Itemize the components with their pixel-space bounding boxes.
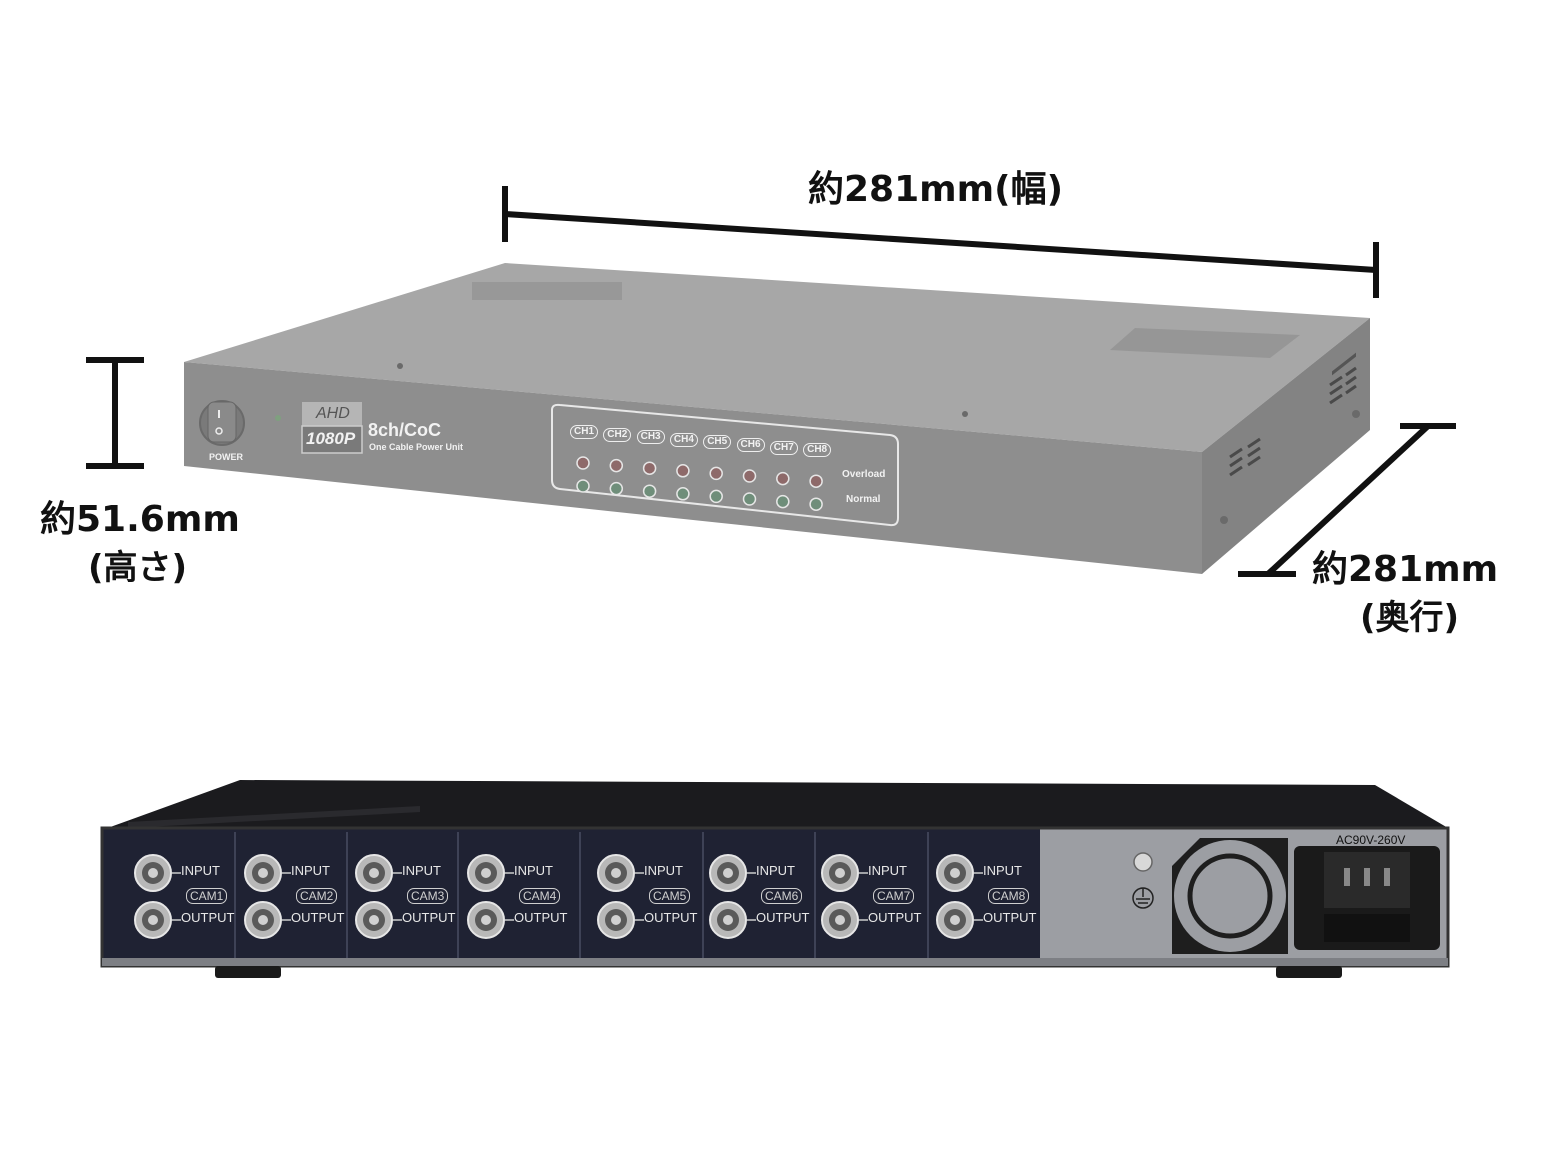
cam-dividers <box>234 832 929 958</box>
normal-led <box>709 489 723 504</box>
output-label: OUTPUT <box>644 910 698 925</box>
channel-label: CH7 <box>769 440 798 455</box>
logo-bottom-text: 1080P <box>306 429 356 448</box>
cam-label: CAM1 <box>186 888 228 904</box>
overload-led <box>709 466 723 481</box>
input-label: INPUT <box>291 863 330 878</box>
normal-led <box>742 492 757 506</box>
ac-inlet-icon <box>1294 846 1440 950</box>
unit-front-face <box>184 362 1202 574</box>
channel-label: CH2 <box>603 427 632 442</box>
top-vent-right <box>1110 328 1300 358</box>
cam-label: CAM4 <box>519 888 561 904</box>
rear-foot-right <box>1276 966 1342 978</box>
depth-dimension-bar <box>1238 423 1456 577</box>
channel-label: CH1 <box>570 425 599 439</box>
normal-led <box>609 481 624 496</box>
model-title: 8ch/CoC <box>368 420 442 440</box>
side-vents <box>1332 352 1356 376</box>
input-label: INPUT <box>514 863 553 878</box>
normal-led <box>776 494 790 509</box>
fan-grille-icon <box>1172 838 1288 954</box>
normal-led <box>642 484 657 498</box>
overload-led <box>809 474 823 488</box>
depth-dimension-value: 約281mm <box>1312 549 1499 590</box>
input-label: INPUT <box>983 863 1022 878</box>
side-vent-slots <box>1229 366 1357 477</box>
output-label: OUTPUT <box>402 910 456 925</box>
cam-label: CAM6 <box>761 888 803 904</box>
channel-label: CH3 <box>636 430 665 445</box>
bnc-connectors <box>134 854 983 939</box>
channel-label: CH5 <box>703 435 732 450</box>
depth-dimension-note: (奥行) <box>1360 598 1460 638</box>
logo-top-text: AHD <box>316 405 350 422</box>
input-label: INPUT <box>868 863 907 878</box>
output-label: OUTPUT <box>291 910 345 925</box>
cam-label: CAM2 <box>296 888 338 904</box>
overload-led <box>776 471 790 486</box>
overload-led <box>676 464 690 478</box>
power-rating-label: AC90V-260V <box>1336 833 1406 847</box>
output-label: OUTPUT <box>514 910 568 925</box>
normal-led <box>576 479 590 493</box>
width-dimension-label: 約281mm(幅) <box>808 169 1064 210</box>
top-vent-left <box>472 282 622 300</box>
output-label: OUTPUT <box>756 910 810 925</box>
output-label: OUTPUT <box>868 910 922 925</box>
input-label: INPUT <box>402 863 441 878</box>
led-panel-outline <box>551 403 899 527</box>
power-switch <box>199 400 245 446</box>
power-led <box>275 415 281 421</box>
ground-screw-icon <box>1132 852 1154 909</box>
cam-label: CAM7 <box>873 888 915 904</box>
output-label: OUTPUT <box>983 910 1037 925</box>
overload-led <box>576 456 590 470</box>
input-label: INPUT <box>756 863 795 878</box>
channel-label: CH8 <box>803 443 832 458</box>
unit-top-face <box>184 263 1370 452</box>
overload-label: Overload <box>842 469 886 480</box>
ahd-logo <box>301 402 363 454</box>
cam-label: CAM8 <box>988 888 1030 904</box>
height-dimension-value: 約51.6mm <box>40 499 240 540</box>
model-subtitle: One Cable Power Unit <box>369 442 464 452</box>
rear-foot-left <box>215 966 281 978</box>
width-dimension-bar <box>502 186 1379 298</box>
normal-label: Normal <box>846 494 881 505</box>
rear-top-face <box>102 780 1448 830</box>
overload-led <box>742 469 757 483</box>
input-label: INPUT <box>181 863 220 878</box>
input-label: INPUT <box>644 863 683 878</box>
output-label: OUTPUT <box>181 910 235 925</box>
unit-side-face <box>1202 318 1370 574</box>
normal-led <box>676 487 690 501</box>
channel-label: CH4 <box>669 432 698 447</box>
power-label: POWER <box>209 452 244 462</box>
height-dimension-bar <box>86 357 144 469</box>
overload-led <box>609 458 624 473</box>
height-dimension-note: (高さ) <box>88 548 188 588</box>
normal-led <box>809 497 823 511</box>
cam-label: CAM5 <box>649 888 691 904</box>
cam-label: CAM3 <box>407 888 449 904</box>
led-indicators <box>576 456 823 511</box>
channel-label: CH6 <box>736 438 765 452</box>
overload-led <box>642 461 657 475</box>
rear-jack-panel <box>102 828 1040 966</box>
